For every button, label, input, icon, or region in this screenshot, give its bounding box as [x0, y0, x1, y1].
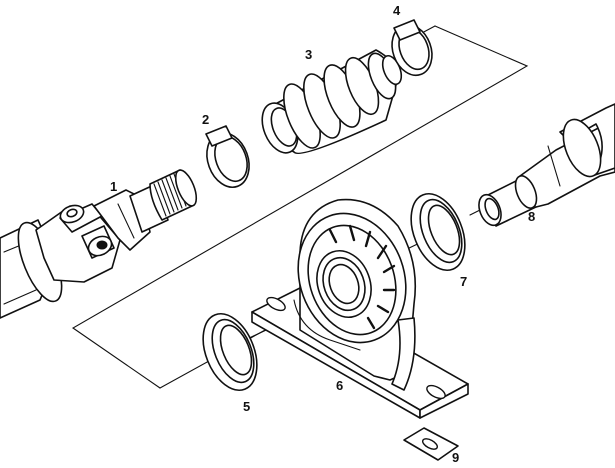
callout-5: 5 — [243, 399, 250, 414]
part-6-bearing-bracket — [251, 198, 469, 419]
callout-9: 9 — [452, 450, 459, 465]
callout-1: 1 — [110, 179, 117, 194]
callout-2: 2 — [202, 112, 209, 127]
part-9-shim-plate — [403, 427, 459, 461]
part-8-output-shaft — [478, 103, 615, 227]
part-5-dust-shield — [202, 313, 258, 391]
housing-ribs — [328, 224, 396, 330]
callout-8: 8 — [528, 209, 535, 224]
part-7-dust-shield — [410, 193, 466, 271]
part-4-clamp-band — [391, 19, 433, 77]
callout-4: 4 — [393, 3, 401, 18]
part-3-rubber-boot — [261, 49, 403, 155]
callout-labels: 1 2 3 4 5 6 7 8 9 — [110, 3, 535, 465]
part-2-clamp-band — [205, 125, 250, 188]
callout-6: 6 — [336, 378, 343, 393]
part-1-universal-joint-shaft — [0, 169, 198, 319]
callout-7: 7 — [460, 274, 467, 289]
callout-3: 3 — [305, 47, 312, 62]
